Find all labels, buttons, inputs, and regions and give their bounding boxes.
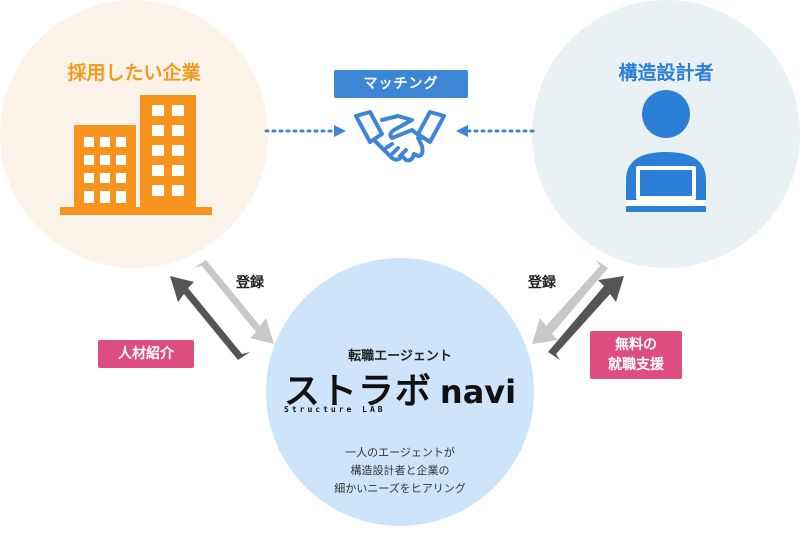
dotted-arrow-icon (456, 125, 538, 137)
register-label-left: 登録 (236, 275, 264, 291)
introduction-badge: 人材紹介 (98, 340, 194, 368)
matching-badge: マッチング (334, 70, 468, 98)
person-laptop-icon (626, 90, 706, 212)
agent-logo-subtitle: Structure LAB (284, 405, 386, 414)
agent-logo-navi: navi (439, 373, 517, 411)
engineer-title: 構造設計者 (618, 62, 714, 84)
register-arrow-left (170, 260, 274, 360)
agent-circle (266, 258, 534, 526)
support-badge-line1: 無料の (615, 337, 657, 353)
agent-description-line: 構造設計者と企業の (350, 464, 450, 477)
handshake-icon (354, 110, 446, 163)
register-label-right: 登録 (528, 275, 556, 291)
agent-label: 転職エージェント (348, 349, 452, 364)
agent-description-line: 細かいニーズをヒアリング (334, 482, 466, 495)
support-badge: 無料の 就職支援 (590, 331, 682, 379)
building-icon (60, 95, 212, 215)
support-badge-line2: 就職支援 (608, 357, 664, 373)
register-arrow-right (532, 260, 624, 360)
agent-description-line: 一人のエージェントが (345, 446, 455, 459)
dotted-arrow-icon (264, 125, 346, 137)
agent-logo-main: ストラボ (283, 371, 432, 412)
company-title: 採用したい企業 (67, 62, 201, 84)
